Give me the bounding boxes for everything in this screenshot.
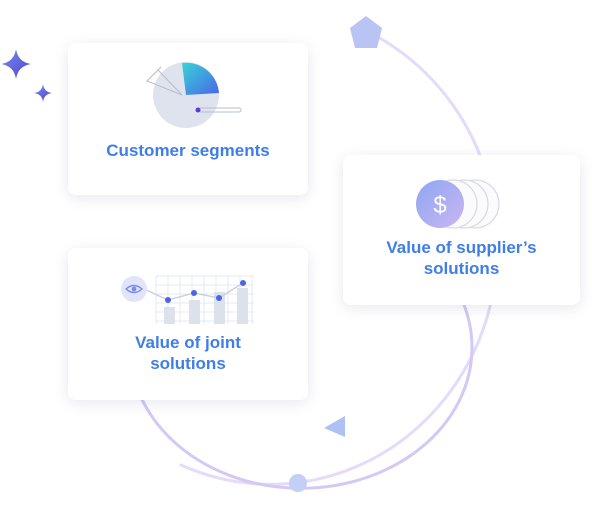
cycle-ring-inner	[138, 298, 474, 490]
card-supplier-solutions: $ Value of supplier’s solutions	[343, 155, 580, 305]
label-line-1: Value of joint	[135, 333, 241, 352]
sparkle-small-icon	[34, 84, 52, 102]
card-joint-solutions: Value of joint solutions	[68, 248, 308, 400]
label-line-2: solutions	[423, 259, 500, 278]
dollar-sign: $	[433, 192, 446, 219]
growth-chart-icon	[121, 275, 254, 324]
card-customer-segments: Customer segments	[68, 43, 308, 195]
label-line-2: solutions	[150, 354, 226, 373]
sparkle-large-icon	[1, 49, 31, 79]
pentagon-marker	[350, 16, 382, 48]
coins-icon: $	[416, 179, 500, 229]
pie-segments-icon	[146, 62, 242, 128]
card-label-supplier-solutions: Value of supplier’s solutions	[343, 237, 580, 279]
label-line-1: Value of supplier’s	[386, 238, 537, 257]
card-label-customer-segments: Customer segments	[106, 141, 270, 160]
dot-marker	[289, 474, 307, 492]
card-label-joint-solutions: Value of joint solutions	[68, 332, 308, 374]
arrow-marker	[324, 416, 345, 437]
